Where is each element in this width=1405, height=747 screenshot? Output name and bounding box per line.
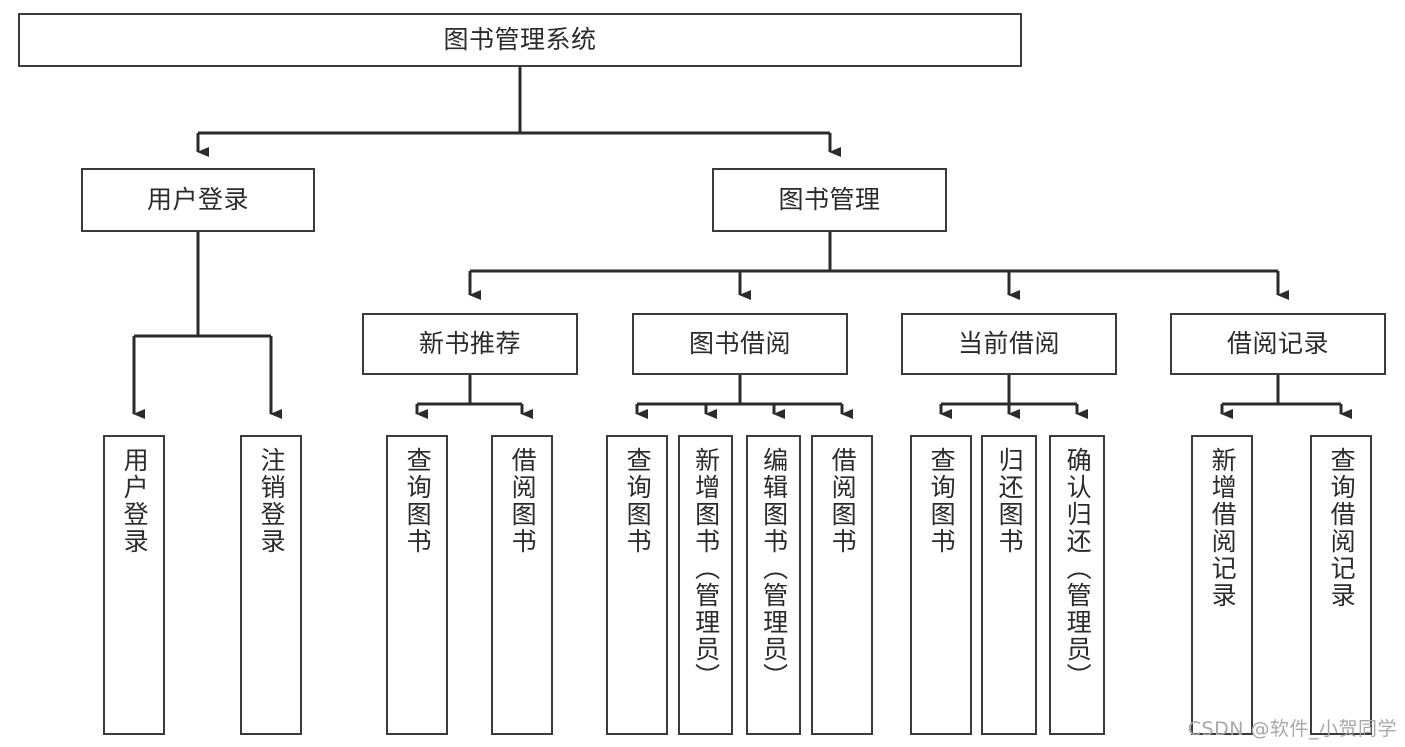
leaf-borrow-book[interactable]: 借阅图书 <box>811 435 873 735</box>
node-label: 当前借阅 <box>957 329 1060 359</box>
node-label: 确认归还（管理员） <box>1063 447 1093 690</box>
leaf-edit-book-admin[interactable]: 编辑图书（管理员） <box>746 435 801 735</box>
leaf-borrow-book-recommend[interactable]: 借阅图书 <box>491 435 553 735</box>
node-label: 借阅记录 <box>1226 329 1329 359</box>
watermark-text: CSDN @软件_小贺同学 <box>1187 718 1397 740</box>
leaf-user-login[interactable]: 用户登录 <box>103 435 165 735</box>
node-label: 借阅图书 <box>828 447 858 555</box>
node-borrow-record[interactable]: 借阅记录 <box>1170 313 1386 375</box>
node-label: 查询图书 <box>403 447 433 555</box>
node-label: 新增借阅记录 <box>1208 447 1238 609</box>
node-label: 图书管理 <box>778 185 881 215</box>
node-label: 查询图书 <box>623 447 653 555</box>
leaf-query-book-borrow[interactable]: 查询图书 <box>606 435 668 735</box>
leaf-add-book-admin[interactable]: 新增图书（管理员） <box>678 435 733 735</box>
leaf-return-book[interactable]: 归还图书 <box>981 435 1037 735</box>
leaf-add-borrow-record[interactable]: 新增借阅记录 <box>1191 435 1253 735</box>
node-label: 新增图书（管理员） <box>691 447 721 690</box>
node-label: 用户登录 <box>120 447 150 555</box>
node-book-management[interactable]: 图书管理 <box>712 168 947 232</box>
leaf-query-book-current[interactable]: 查询图书 <box>910 435 972 735</box>
leaf-confirm-return-admin[interactable]: 确认归还（管理员） <box>1049 435 1105 735</box>
node-label: 用户登录 <box>146 185 249 215</box>
node-current-borrow[interactable]: 当前借阅 <box>901 313 1117 375</box>
node-new-book-recommend[interactable]: 新书推荐 <box>362 313 578 375</box>
node-root-system[interactable]: 图书管理系统 <box>18 13 1022 67</box>
node-label: 图书借阅 <box>688 329 791 359</box>
leaf-query-book-recommend[interactable]: 查询图书 <box>386 435 448 735</box>
node-book-borrow[interactable]: 图书借阅 <box>632 313 848 375</box>
node-label: 新书推荐 <box>418 329 521 359</box>
node-label: 查询图书 <box>927 447 957 555</box>
leaf-query-borrow-record[interactable]: 查询借阅记录 <box>1310 435 1372 735</box>
node-label: 归还图书 <box>995 447 1025 555</box>
node-label: 借阅图书 <box>508 447 538 555</box>
node-label: 编辑图书（管理员） <box>759 447 789 690</box>
node-user-login[interactable]: 用户登录 <box>81 168 315 232</box>
node-label: 图书管理系统 <box>443 25 597 55</box>
node-label: 查询借阅记录 <box>1327 447 1357 609</box>
leaf-logout[interactable]: 注销登录 <box>240 435 302 735</box>
node-label: 注销登录 <box>257 447 287 555</box>
